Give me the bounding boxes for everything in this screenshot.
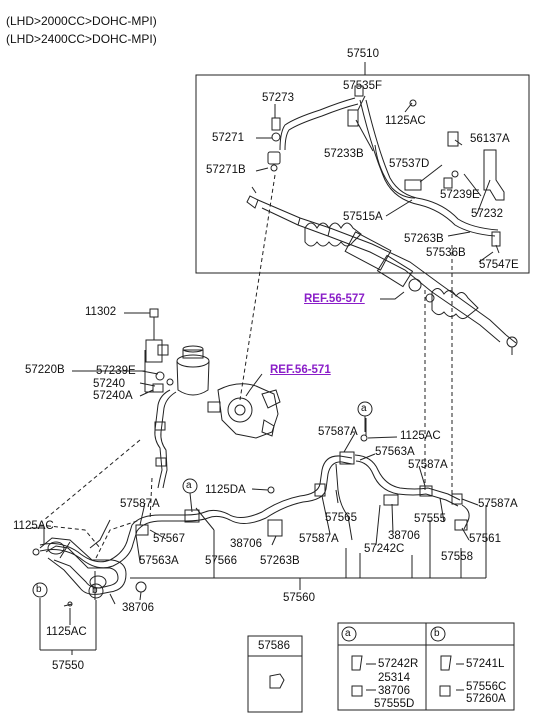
part-label-1125AC-bottom[interactable]: 1125AC [46, 626, 87, 638]
part-label-57560[interactable]: 57560 [283, 592, 315, 604]
part-label-57263B-top[interactable]: 57263B [404, 233, 444, 245]
part-label-1125AC-top[interactable]: 1125AC [385, 115, 426, 127]
part-label-57536B[interactable]: 57536B [426, 247, 466, 259]
part-label-57233B[interactable]: 57233B [324, 148, 364, 160]
box-leaders [255, 95, 500, 263]
part-label-1125AC-left[interactable]: 1125AC [13, 520, 54, 532]
part-label-11302[interactable]: 11302 [85, 306, 117, 318]
part-label-57273[interactable]: 57273 [262, 92, 294, 104]
header-line-1: (LHD>2000CC>DOHC-MPI) [6, 14, 157, 28]
part-label-57555D[interactable]: 57555D [374, 698, 415, 710]
part-label-57232[interactable]: 57232 [471, 208, 503, 220]
part-label-57271B[interactable]: 57271B [206, 164, 246, 176]
part-label-57563A-right[interactable]: 57563A [375, 446, 415, 458]
part-label-57535F[interactable]: 57535F [343, 80, 383, 92]
part-label-57271[interactable]: 57271 [212, 132, 244, 144]
header-line-2: (LHD>2400CC>DOHC-MPI) [6, 32, 157, 46]
part-label-38706-detail[interactable]: 38706 [378, 685, 410, 697]
part-label-57537D[interactable]: 57537D [389, 158, 430, 170]
ref-arrow-577 [380, 291, 405, 300]
part-label-57587A-2[interactable]: 57587A [408, 459, 448, 471]
callout-b-right: b [92, 585, 98, 596]
cooler-dashed [39, 519, 141, 559]
steering-gear-drawing [246, 186, 518, 355]
part-label-57242R[interactable]: 57242R [378, 658, 419, 670]
part-label-57220B[interactable]: 57220B [25, 364, 65, 376]
part-label-57555[interactable]: 57555 [414, 513, 446, 525]
part-label-57587A-1[interactable]: 57587A [318, 426, 358, 438]
lower-leaders [30, 312, 479, 655]
part-label-57547E[interactable]: 57547E [479, 259, 519, 271]
part-label-57240[interactable]: 57240 [93, 378, 125, 390]
part-label-57563A-left[interactable]: 57563A [139, 555, 179, 567]
assembly-box [195, 74, 530, 274]
part-label-57587A-5[interactable]: 57587A [299, 533, 339, 545]
part-label-25314[interactable]: 25314 [378, 672, 410, 684]
part-label-57586[interactable]: 57586 [258, 640, 290, 652]
part-label-57241L[interactable]: 57241L [466, 658, 505, 670]
part-label-38706-right[interactable]: 38706 [388, 530, 420, 542]
return-hose-drawing [39, 434, 470, 593]
box-fittings [267, 85, 505, 247]
part-label-1125DA[interactable]: 1125DA [205, 484, 246, 496]
part-label-57242C[interactable]: 57242C [364, 543, 405, 555]
part-label-57550[interactable]: 57550 [52, 660, 84, 672]
part-label-57260A[interactable]: 57260A [466, 693, 506, 705]
part-label-56137A[interactable]: 56137A [470, 133, 510, 145]
dashed-guide-lines [43, 174, 453, 521]
part-label-57510[interactable]: 57510 [347, 48, 379, 60]
reservoir-drawing [72, 308, 210, 489]
part-label-57515A[interactable]: 57515A [343, 211, 383, 223]
box-57586 [247, 635, 303, 713]
part-label-57567[interactable]: 57567 [153, 533, 185, 545]
part-label-57561[interactable]: 57561 [469, 533, 501, 545]
part-label-57263B-bottom[interactable]: 57263B [260, 555, 300, 567]
callout-b-left: b [36, 584, 42, 595]
part-label-57587A-3[interactable]: 57587A [120, 498, 160, 510]
callout-a-mid: a [186, 480, 192, 491]
ref-link-56-577[interactable]: REF.56-577 [304, 293, 365, 305]
part-label-57565[interactable]: 57565 [325, 512, 357, 524]
ref-link-56-571[interactable]: REF.56-571 [270, 364, 331, 376]
detail-callout-a: a [345, 628, 351, 639]
part-label-38706-mid[interactable]: 38706 [230, 538, 262, 550]
rack-pipes [279, 97, 499, 237]
part-label-57239E-mid[interactable]: 57239E [96, 365, 136, 377]
ref-arrow-571 [245, 373, 263, 397]
part-label-57239E-top[interactable]: 57239E [440, 189, 480, 201]
part-label-57556C[interactable]: 57556C [466, 681, 507, 693]
detail-callout-b: b [434, 628, 440, 639]
part-label-57566[interactable]: 57566 [205, 555, 237, 567]
cooler-pipe-drawing [32, 519, 127, 607]
bracket-lines [39, 505, 487, 651]
part-label-57587A-4[interactable]: 57587A [478, 498, 518, 510]
pump-drawing [207, 383, 281, 439]
part-label-57558[interactable]: 57558 [441, 551, 473, 563]
callout-a-top: a [361, 403, 367, 414]
callout-circles [32, 401, 373, 599]
part-label-38706-left[interactable]: 38706 [122, 602, 154, 614]
part-label-57240A[interactable]: 57240A [93, 390, 133, 402]
grommet-icon [269, 673, 285, 689]
part-label-1125AC-mid[interactable]: 1125AC [400, 430, 441, 442]
